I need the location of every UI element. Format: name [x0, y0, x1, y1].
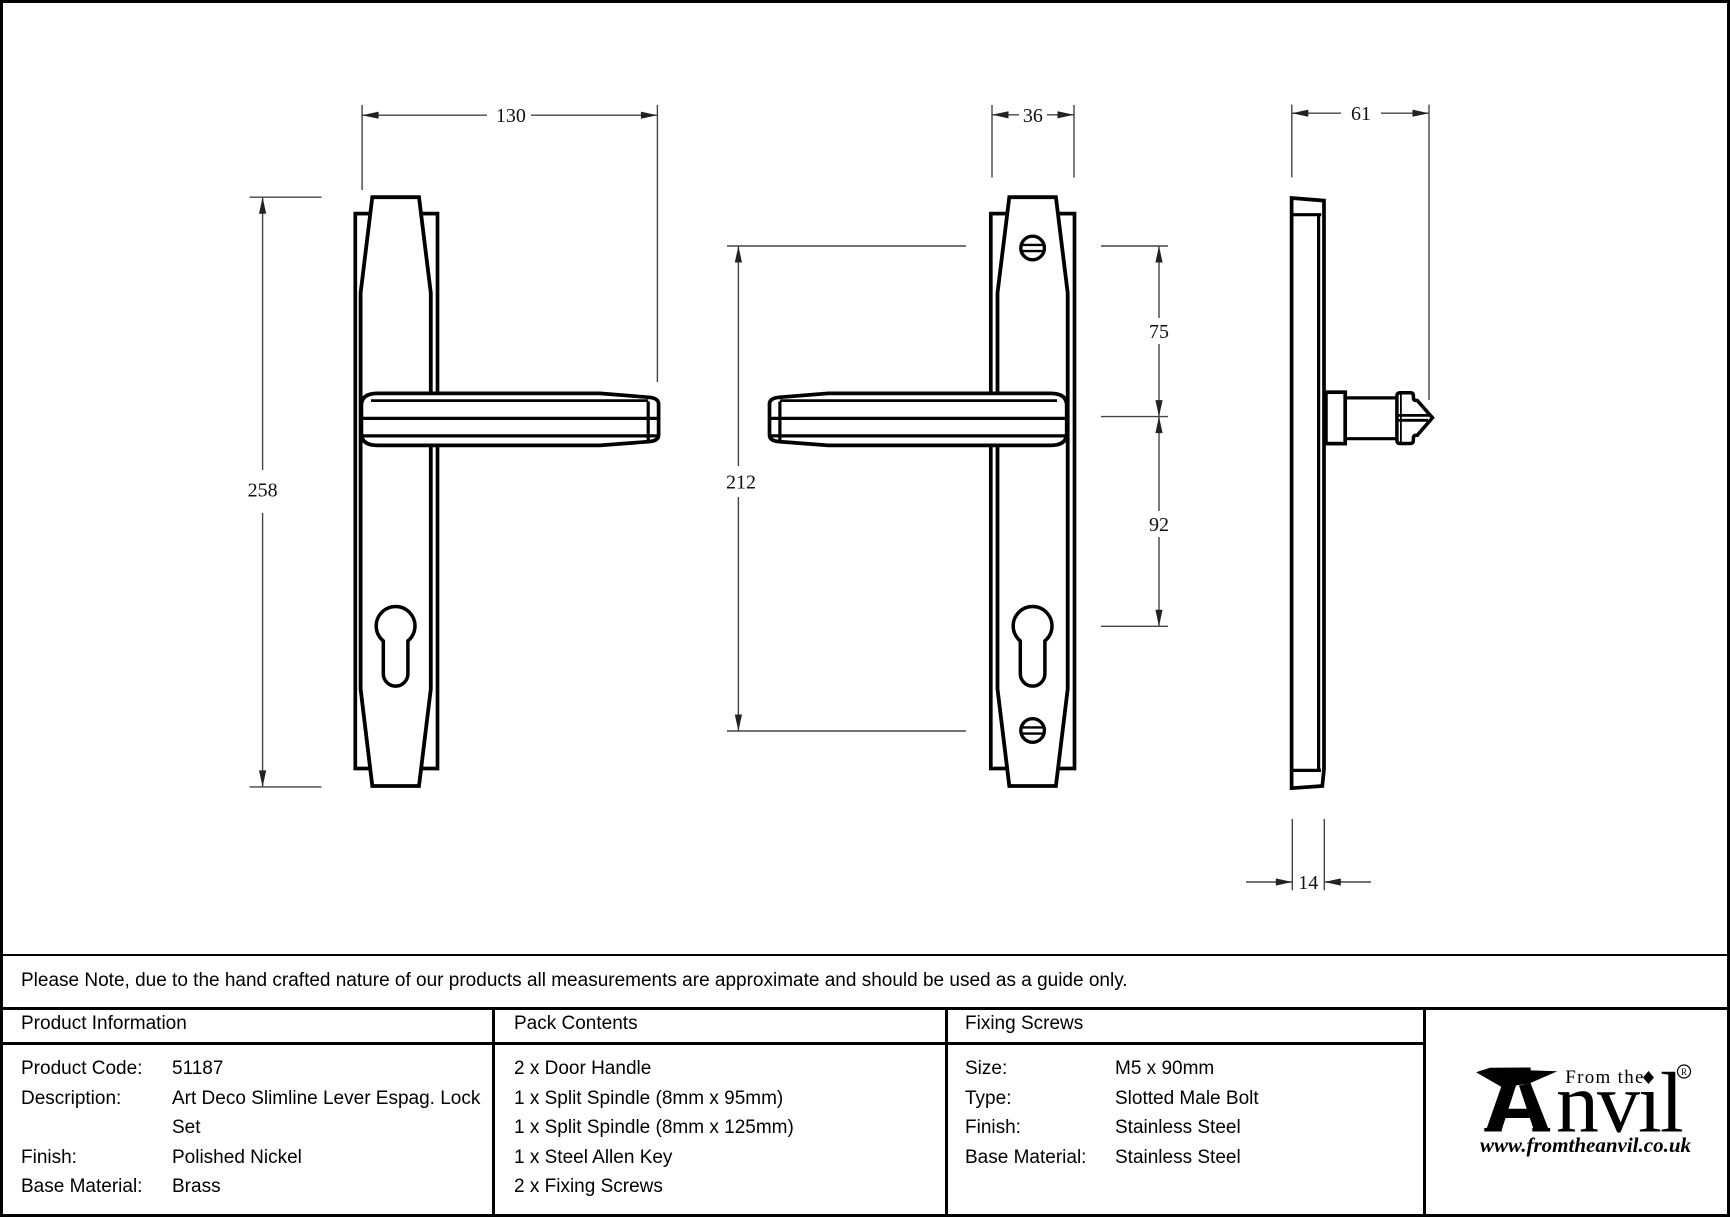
svg-text:75: 75 — [1149, 321, 1169, 343]
svg-text:www.fromtheanvil.co.uk: www.fromtheanvil.co.uk — [1480, 1133, 1691, 1157]
svg-text:212: 212 — [726, 472, 756, 494]
svg-text:92: 92 — [1149, 514, 1169, 536]
svg-text:36: 36 — [1023, 105, 1043, 127]
svg-text:258: 258 — [248, 480, 278, 502]
svg-text:130: 130 — [496, 105, 526, 127]
svg-text:From the: From the — [1565, 1067, 1645, 1088]
svg-text:R: R — [1681, 1067, 1687, 1077]
svg-text:61: 61 — [1351, 103, 1371, 125]
svg-text:14: 14 — [1298, 872, 1318, 894]
svg-text:nvıl: nvıl — [1556, 1055, 1683, 1151]
